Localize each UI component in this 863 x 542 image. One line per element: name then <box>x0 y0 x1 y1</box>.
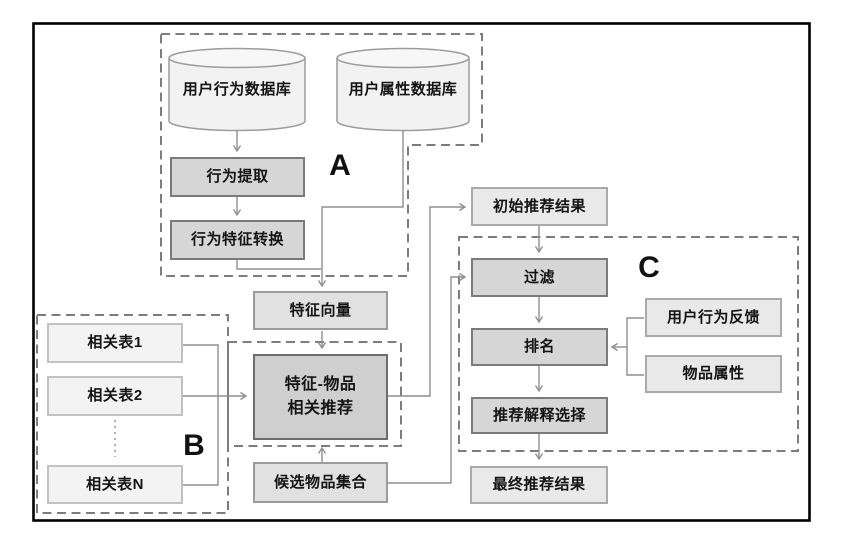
node-filter: 过滤 <box>471 258 608 297</box>
feature-item-reco-line1: 特征-物品 <box>284 376 357 393</box>
arrow-candidates-to-filter <box>388 272 467 484</box>
node-related-table-n: 相关表N <box>47 465 183 504</box>
group-a-boundary <box>160 33 483 277</box>
line-conversion-to-junction <box>236 260 321 270</box>
line-related-tables-bus <box>183 344 219 486</box>
feature-item-reco-line2: 相关推荐 <box>287 400 354 417</box>
node-feature-vector: 特征向量 <box>253 291 388 330</box>
node-feature-item-reco: 特征-物品 相关推荐 <box>253 354 388 440</box>
node-initial-reco-result: 初始推荐结果 <box>471 187 608 226</box>
arrow-attributedb-to-feature-vector <box>317 131 404 288</box>
line-feedback-attributes-merge <box>626 317 644 376</box>
group-b-label: B <box>183 429 205 462</box>
feature-item-reco-boundary <box>227 341 402 447</box>
node-item-attributes: 物品属性 <box>645 355 782 393</box>
group-a-label: A <box>329 149 351 182</box>
node-candidate-item-set: 候选物品集合 <box>253 462 388 503</box>
node-reco-explanation-selection: 推荐解释选择 <box>471 397 608 434</box>
arrow-feature-item-to-initial-result <box>388 202 467 397</box>
node-final-reco-result: 最终推荐结果 <box>470 466 608 504</box>
node-related-table-1: 相关表1 <box>47 323 183 363</box>
user-behavior-db-cylinder <box>168 47 306 132</box>
group-c-label: C <box>638 251 660 284</box>
node-behavior-extraction: 行为提取 <box>170 157 305 197</box>
node-ranking: 排名 <box>471 328 608 366</box>
node-related-table-2: 相关表2 <box>47 376 183 416</box>
node-user-attribute-db: 用户属性数据库 <box>348 80 458 98</box>
figure-border <box>32 22 811 522</box>
node-behavior-feature-conversion: 行为特征转换 <box>170 220 305 260</box>
node-user-behavior-feedback: 用户行为反馈 <box>645 298 782 337</box>
node-user-behavior-db: 用户行为数据库 <box>182 80 292 98</box>
user-attribute-db-cylinder <box>336 47 470 132</box>
